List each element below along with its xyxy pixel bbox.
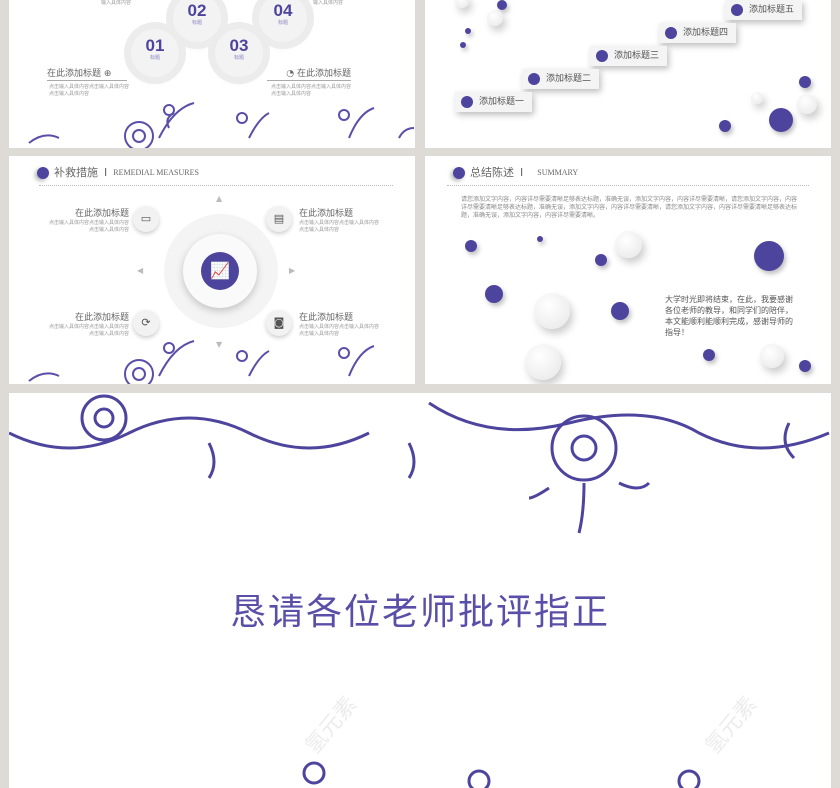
purple-dot [799,360,811,372]
item-left: 在此添加标题 ⊕ [47,68,127,81]
purple-dot [754,241,784,271]
arrow-up-icon[interactable]: ▲ [216,194,223,203]
white-dot [760,344,784,368]
arrow-down-icon[interactable]: ▼ [216,340,223,349]
purple-dot [769,108,793,132]
watermark: 氢元素 [300,692,363,759]
camera-icon[interactable]: ◙ [266,310,292,336]
purple-dot [703,349,715,361]
floral-border [28,102,415,148]
end-title: 恳请各位老师批评指正 [229,592,610,633]
item-right-title: 在此添加标题 [296,69,351,79]
arrow-right-icon[interactable]: ▶ [289,266,296,275]
thanks-text: 大学时光即将结束，在此，我要感谢各位老师的教导，和同学们的陪伴，本文能顺利能顺利… [665,295,793,337]
floral-border-top [9,394,830,534]
documents-icon[interactable]: ▤ [266,206,292,232]
item-bl: 在此添加标题点击输入具体内容点击输入具体内容点击输入具体内容 [49,313,130,337]
item-right: ◔ 在此添加标题 [267,68,351,81]
white-dot [534,293,570,329]
purple-dot [719,120,731,132]
tag-2[interactable]: 添加标题二 [522,69,600,89]
item-right-desc: 点击输入具体内容点击输入具体内容点击输入具体内容 [271,84,352,97]
globe-icon: ⊕ [103,69,112,79]
header-title-en: REMEDIAL MEASURES [113,168,199,177]
item-tl: 在此添加标题点击输入具体内容点击输入具体内容点击输入具体内容 [49,209,130,233]
white-dot [797,94,817,114]
purple-dot [497,0,507,10]
purple-dot [799,76,811,88]
slide-steps[interactable]: 添加标题五 添加标题四 添加标题三 添加标题二 添加标题一 [425,0,831,148]
top-desc-right: 输入具体内容 [313,0,344,6]
top-desc-left: 输入具体内容 [101,0,132,6]
item-tr: 在此添加标题点击输入具体内容点击输入具体内容点击输入具体内容 [299,209,380,233]
white-dot [615,231,642,258]
tag-3[interactable]: 添加标题三 [590,46,668,66]
header-title-en: SUMMARY [537,168,579,177]
divider [39,185,393,186]
purple-dot [537,236,543,242]
item-left-desc: 点击输入具体内容点击输入具体内容点击输入具体内容 [49,84,130,97]
white-dot [487,10,503,26]
tag-1[interactable]: 添加标题一 [455,92,533,112]
header-title: 补救措施 [54,166,98,179]
purple-dot [465,240,477,252]
arrow-left-icon[interactable]: ◀ [137,266,144,275]
floral-border [28,340,375,384]
tag-4[interactable]: 添加标题四 [659,23,737,43]
purple-dot [465,28,471,34]
divider [447,185,809,186]
purple-dot [611,302,629,320]
summary-paragraph: 请您添加文字内容，内容详尽需要清晰足够表达标题，准确无误，添加文字内容，内容详尽… [461,196,798,219]
purple-dot [595,254,607,266]
monitor-icon[interactable]: ▭ [133,206,159,232]
refresh-icon[interactable]: ⟳ [133,310,159,336]
growth-chart-icon[interactable]: 📈 [201,252,239,290]
slide-end[interactable]: 恳请各位老师批评指正 氢元素 氢元素 [9,393,831,788]
clock-icon: ◔ [286,69,295,79]
watermark: 氢元素 [700,692,763,759]
white-dot [525,344,561,380]
floral-border-bottom [302,761,701,788]
white-dot [455,0,469,8]
item-left-title: 在此添加标题 [47,69,102,79]
item-br: 在此添加标题点击输入具体内容点击输入具体内容点击输入具体内容 [299,313,380,337]
tag-5[interactable]: 添加标题五 [725,0,803,20]
header-title: 总结陈述 [470,166,514,179]
purple-dot [485,285,503,303]
purple-dot [460,42,466,48]
white-dot [751,92,763,104]
